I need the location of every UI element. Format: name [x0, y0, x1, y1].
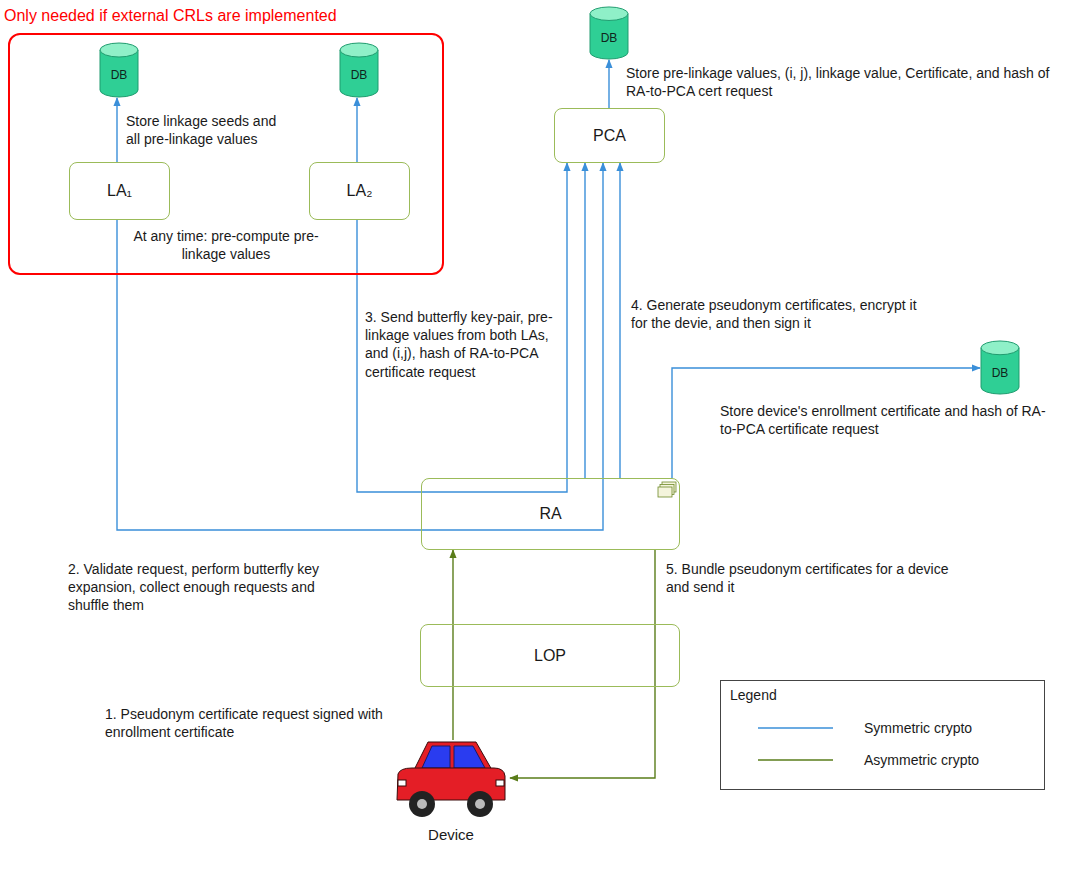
legend-row: Asymmetric crypto: [738, 750, 979, 770]
connector-label: 3. Send butterfly key-pair, pre-linkage …: [363, 308, 562, 381]
legend-line-sample: [738, 718, 838, 738]
region-note: At any time: pre-compute pre-linkage val…: [121, 227, 331, 263]
car-part: [417, 799, 427, 809]
symmetric-connector: [117, 163, 603, 530]
box-label: LA₂: [344, 182, 376, 200]
connector-label: 4. Generate pseudonym certificates, encr…: [629, 296, 923, 332]
car-part: [422, 746, 450, 768]
database-label: DB: [111, 68, 128, 82]
asymmetric-connector: [452, 550, 453, 740]
box-label: RA: [536, 505, 564, 523]
car-part: [475, 799, 485, 809]
connector-label: Store device's enrollment certificate an…: [718, 402, 1057, 438]
legend-text: Symmetric crypto: [864, 720, 972, 736]
database-label: DB: [992, 366, 1009, 380]
legend-line: [758, 759, 833, 760]
asymmetric-connector: [510, 550, 655, 778]
cylinder-top: [340, 43, 378, 57]
legend-row: Symmetric crypto: [738, 718, 972, 738]
cylinder-top: [590, 7, 628, 21]
connector-label: 1. Pseudonym certificate request signed …: [103, 705, 397, 741]
car-part: [496, 780, 504, 786]
process-box: RA: [421, 478, 680, 550]
box-label: PCA: [590, 127, 629, 145]
connector-label: 5. Bundle pseudonym certificates for a d…: [664, 560, 958, 596]
symmetric-connector: [584, 163, 585, 478]
process-box: LA₁: [69, 162, 170, 220]
database-cylinder: DB: [980, 340, 1020, 395]
car-part: [467, 791, 493, 817]
symmetric-connector: [356, 98, 357, 162]
symmetric-connector: [116, 98, 117, 162]
car-part: [414, 742, 492, 770]
legend-line-sample: [738, 750, 838, 770]
cylinder-top: [981, 341, 1019, 355]
step-note: 2. Validate request, perform butterfly k…: [66, 560, 332, 615]
optional-region: Only needed if external CRLs are impleme…: [8, 33, 444, 275]
database-cylinder: DB: [99, 42, 139, 98]
box-label: LOP: [531, 647, 569, 665]
car-illustration: [392, 740, 510, 822]
device-label: Device: [392, 826, 510, 843]
process-box: PCA: [554, 108, 665, 163]
region-heading: Only needed if external CRLs are impleme…: [4, 6, 337, 27]
legend-title: Legend: [728, 686, 852, 704]
legend-text: Asymmetric crypto: [864, 752, 979, 768]
symmetric-connector: [619, 163, 620, 478]
database-cylinder: DB: [589, 6, 629, 60]
papers-icon: [658, 482, 676, 497]
device-car: Device: [392, 740, 510, 848]
paper-sheet: [658, 487, 672, 497]
car-part: [409, 791, 435, 817]
legend-line: [758, 727, 833, 728]
database-label: DB: [351, 68, 368, 82]
process-box: LA₂: [309, 162, 410, 220]
car-part: [454, 746, 485, 768]
symmetric-connector: [357, 163, 567, 492]
process-box: LOP: [420, 624, 680, 687]
cylinder-top: [100, 43, 138, 57]
connector-label: Store pre-linkage values, (i, j), linkag…: [624, 64, 1053, 100]
car-part: [398, 780, 406, 786]
symmetric-connector: [608, 60, 609, 108]
database-cylinder: DB: [339, 42, 379, 98]
connector-label: Store linkage seeds and all pre-linkage …: [124, 112, 288, 148]
box-label: LA₁: [104, 182, 135, 200]
database-label: DB: [601, 31, 618, 45]
